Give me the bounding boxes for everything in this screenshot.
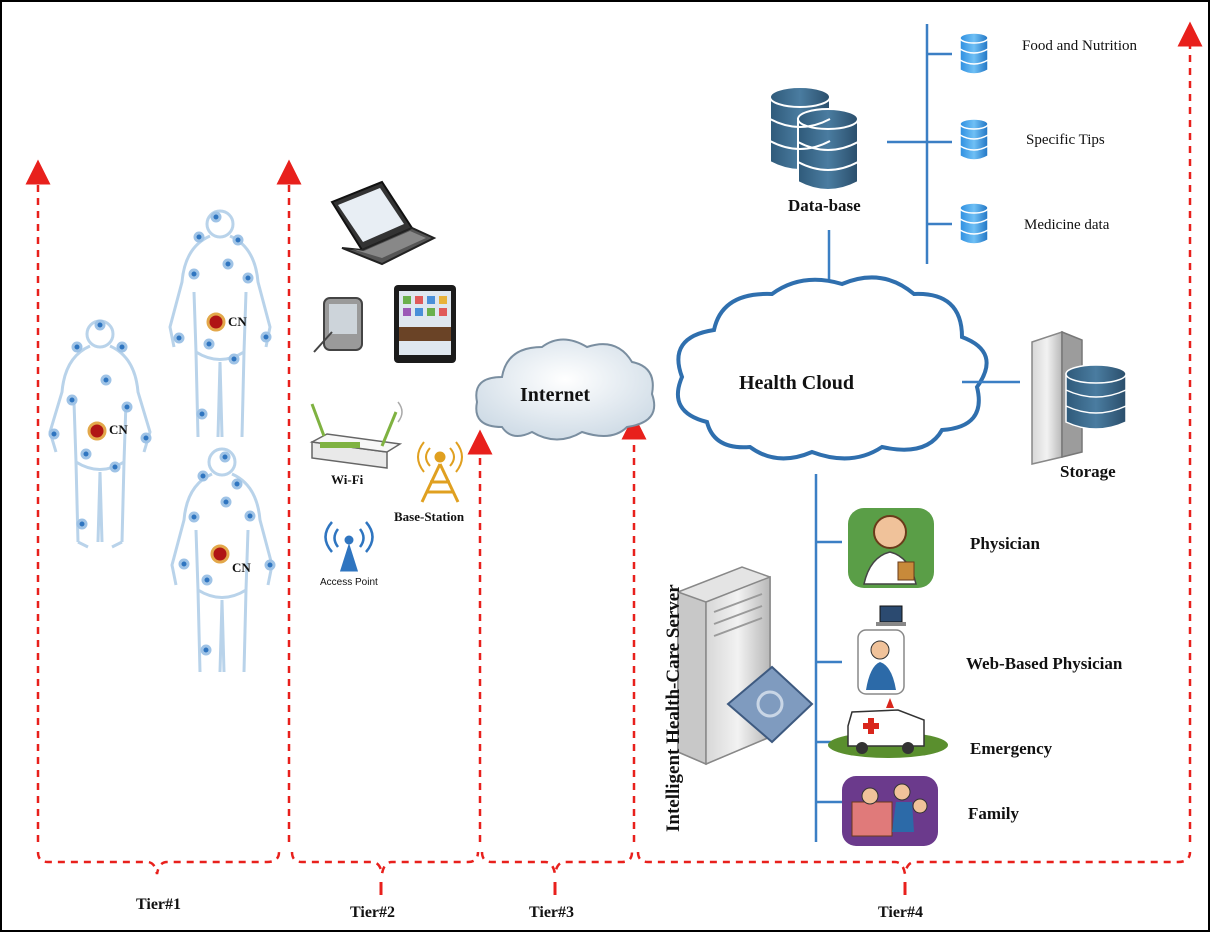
emergency-icon	[828, 698, 948, 758]
laptop-icon	[330, 180, 437, 266]
user-links	[814, 474, 842, 842]
tier1-brace	[36, 851, 281, 875]
central-node-2	[206, 312, 226, 332]
base-station-icon	[417, 441, 463, 503]
central-node-3	[210, 544, 230, 564]
db-item-icons	[959, 32, 989, 245]
access-point-icon	[324, 521, 374, 572]
physician-icon	[848, 508, 934, 588]
body-outlines	[48, 209, 274, 673]
tier4-label: Tier#4	[878, 904, 924, 921]
internet-cloud	[475, 338, 656, 441]
storage-label: Storage	[1060, 462, 1116, 481]
wifi-label: Wi-Fi	[331, 472, 364, 487]
tier-separators	[25, 21, 1203, 842]
database-icon	[769, 86, 859, 191]
user-web-physician: Web-Based Physician	[966, 654, 1123, 673]
wifi-router-icon	[309, 401, 403, 469]
sensor-nodes	[48, 211, 276, 656]
user-physician: Physician	[970, 534, 1040, 553]
access-point-label: Access Point	[320, 577, 378, 588]
pda-icon	[313, 297, 363, 353]
food-db-icon	[959, 32, 989, 75]
db-item-medicine: Medicine data	[1024, 217, 1110, 233]
cn-label-2: CN	[228, 314, 247, 329]
tips-db-icon	[959, 118, 989, 161]
tier1-label: Tier#1	[136, 896, 182, 913]
database-label: Data-base	[788, 196, 861, 215]
internet-label: Internet	[520, 384, 590, 406]
server-label: Intelligent Health-Care Server	[663, 584, 684, 832]
human-body-3	[170, 447, 274, 673]
health-cloud	[676, 275, 989, 461]
central-nodes	[87, 312, 230, 564]
tier3-label: Tier#3	[529, 904, 575, 921]
cn-label-1: CN	[109, 422, 128, 437]
tier3-brace	[480, 851, 634, 875]
server-icon	[677, 566, 814, 766]
family-icon	[842, 776, 938, 846]
health-cloud-label: Health Cloud	[739, 372, 855, 394]
tier2-label: Tier#2	[350, 904, 396, 921]
tier-braces	[36, 851, 1192, 875]
storage-icon	[1031, 330, 1127, 465]
central-node-1	[87, 421, 107, 441]
base-station-label: Base-Station	[394, 509, 465, 524]
medicine-db-icon	[959, 202, 989, 245]
web-physician-icon	[857, 605, 906, 695]
tier4-brace	[636, 851, 1192, 875]
user-family: Family	[968, 804, 1019, 823]
human-body-2	[168, 209, 272, 438]
user-emergency: Emergency	[970, 739, 1053, 758]
db-item-tips: Specific Tips	[1026, 132, 1105, 148]
tier-stems	[379, 882, 907, 895]
tier2-brace	[290, 851, 480, 875]
cn-label-3: CN	[232, 560, 251, 575]
db-item-food: Food and Nutrition	[1022, 38, 1137, 54]
tablet-icon	[394, 285, 456, 363]
